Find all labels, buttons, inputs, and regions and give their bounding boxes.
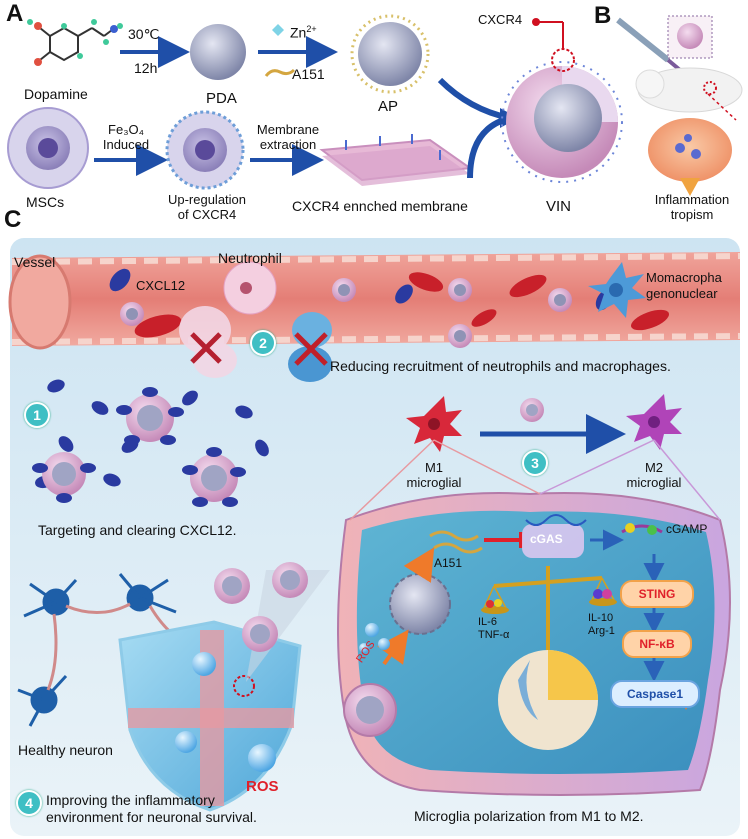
cgamp-label: cGAMP bbox=[666, 522, 708, 536]
neutrophil-icon bbox=[223, 261, 277, 315]
blood-vessel bbox=[8, 252, 741, 350]
vin-on-arrow-icon bbox=[520, 398, 544, 422]
m1-cone-right bbox=[433, 439, 541, 495]
cgamp-icon bbox=[621, 523, 663, 535]
zinc-label: Zn2+ bbox=[290, 24, 317, 41]
vin-cxcl12-cluster-2 bbox=[32, 452, 96, 503]
ros-outside-label: ROS bbox=[246, 778, 279, 795]
panel-label-b: B bbox=[594, 2, 612, 29]
targeting-label: Targeting and clearing CXCL12. bbox=[38, 522, 237, 538]
pda-sphere-icon bbox=[190, 24, 246, 80]
reducing-recruitment-label: Reducing recruitment of neutrophils and … bbox=[330, 358, 671, 374]
ros-bubbles-outside bbox=[175, 652, 276, 772]
zoom-vin-icon bbox=[677, 23, 703, 49]
panel-label-a: A bbox=[6, 0, 24, 27]
mscs-label: MSCs bbox=[26, 194, 65, 210]
caspase-box: Caspase1 bbox=[610, 680, 700, 708]
arrow-uptake bbox=[377, 629, 409, 666]
shield-zoom-cone bbox=[246, 570, 330, 682]
time-label: 12h bbox=[134, 60, 158, 76]
step-1-badge: 1 bbox=[24, 402, 50, 428]
blocked-macrophage-icon bbox=[288, 312, 332, 382]
vin-label: VIN bbox=[546, 198, 572, 215]
neutrophil-label: Neutrophil bbox=[218, 250, 282, 266]
dna-icon bbox=[525, 514, 587, 526]
endocytosed-vin-icon bbox=[343, 683, 397, 737]
a151-strand-icon bbox=[264, 68, 296, 77]
step-3-badge: 3 bbox=[522, 450, 548, 476]
upregulated-cell-icon bbox=[165, 110, 245, 190]
zinc-icon bbox=[272, 24, 284, 36]
microglia-cytoplasm bbox=[356, 510, 715, 774]
pda-label: PDA bbox=[206, 90, 237, 107]
a151-label-a: A151 bbox=[292, 66, 325, 82]
a151-label-c: A151 bbox=[434, 556, 463, 570]
cxcr4-label: CXCR4 bbox=[478, 12, 523, 27]
cxcr4-pointer-dot bbox=[532, 18, 540, 26]
brain-site-circle bbox=[703, 81, 717, 95]
arrow-release-a151 bbox=[403, 547, 435, 583]
step-2-badge: 2 bbox=[250, 330, 276, 356]
neuron-network-icon bbox=[17, 573, 177, 727]
vin-particle-icon bbox=[501, 61, 623, 183]
degraded-particle-icon bbox=[389, 573, 451, 635]
ap-label: AP bbox=[378, 98, 399, 115]
blocked-neutrophil-icon bbox=[179, 306, 237, 378]
m2-cone-right bbox=[653, 439, 721, 521]
temperature-label: 30℃ bbox=[128, 26, 160, 42]
ap-particle-icon bbox=[350, 14, 430, 94]
panel-label-c: C bbox=[4, 206, 22, 233]
dopamine-molecule-icon bbox=[27, 19, 123, 66]
shield-vin-particles bbox=[214, 562, 308, 652]
vin-cxcl12-cluster-1 bbox=[116, 387, 184, 445]
healthy-neuron-label: Healthy neuron bbox=[18, 742, 113, 758]
m2-cone-left bbox=[539, 439, 655, 495]
step-4-badge: 4 bbox=[16, 790, 42, 816]
m1-cone-left bbox=[349, 439, 435, 521]
membrane-sheet-icon bbox=[319, 134, 473, 186]
sting-box: STING bbox=[620, 580, 694, 608]
macrophage-icon bbox=[588, 262, 646, 318]
brain-zoom-line bbox=[707, 93, 737, 121]
balance-scale-icon bbox=[481, 566, 617, 660]
vessel-label: Vessel bbox=[14, 254, 56, 270]
enriched-membrane-label: CXCR4 ennched membrane bbox=[292, 198, 468, 214]
ros-bubbles-inside bbox=[359, 623, 390, 653]
m2-microglia-icon bbox=[626, 394, 682, 450]
dopamine-label: Dopamine bbox=[24, 86, 88, 102]
nucleus-icon bbox=[498, 650, 598, 750]
vessel-cells bbox=[109, 268, 669, 348]
vin-cxcl12-cluster-3 bbox=[182, 447, 246, 507]
nfkb-box: NF-κB bbox=[622, 630, 692, 658]
m1-microglia-icon bbox=[406, 396, 462, 452]
microglia-polarization-label: Microglia polarization from M1 to M2. bbox=[414, 808, 644, 824]
a151-strands-icon bbox=[429, 530, 483, 554]
cgas-box bbox=[522, 524, 584, 558]
msc-cell-icon bbox=[7, 107, 89, 189]
cxcl12-label: CXCL12 bbox=[136, 278, 186, 293]
cgas-label: cGAS bbox=[530, 532, 563, 546]
mouse-icon bbox=[635, 67, 743, 113]
brain-icon bbox=[648, 118, 732, 196]
